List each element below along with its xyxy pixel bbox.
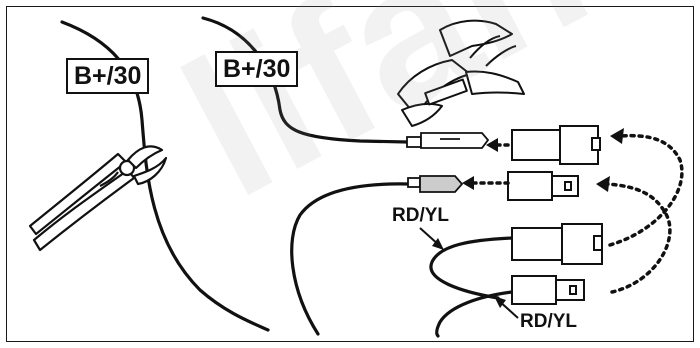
wire-b30-right [201, 16, 409, 144]
label-rdyl-upper: RD/YL [392, 205, 449, 226]
arrowhead-3 [610, 128, 624, 144]
crimping-tool-icon [397, 19, 525, 127]
label-b30-left: B+/30 [66, 58, 150, 94]
connector-1b-icon [507, 171, 579, 201]
wire-rdyl-1 [429, 236, 514, 300]
arrowhead-4 [596, 176, 610, 192]
cutting-pliers-icon [28, 145, 168, 252]
arrowhead-1 [486, 138, 498, 152]
diagram-frame [6, 6, 694, 342]
wire-rdyl-2 [435, 290, 514, 338]
arrowhead-2 [462, 176, 474, 190]
connector-2a-icon [511, 223, 603, 265]
terminal-2-icon [407, 175, 464, 193]
terminal-1-icon [406, 132, 490, 149]
connector-2b-icon [511, 275, 585, 305]
wire-b30-left [60, 20, 270, 332]
dotted-arrow-3 [608, 133, 684, 247]
wire-terminal-2 [290, 182, 410, 336]
dotted-arrow-4 [604, 182, 672, 294]
label-rdyl-lower: RD/YL [520, 311, 577, 332]
connector-1a-icon [511, 125, 601, 165]
label-b30-right: B+/30 [215, 51, 299, 87]
